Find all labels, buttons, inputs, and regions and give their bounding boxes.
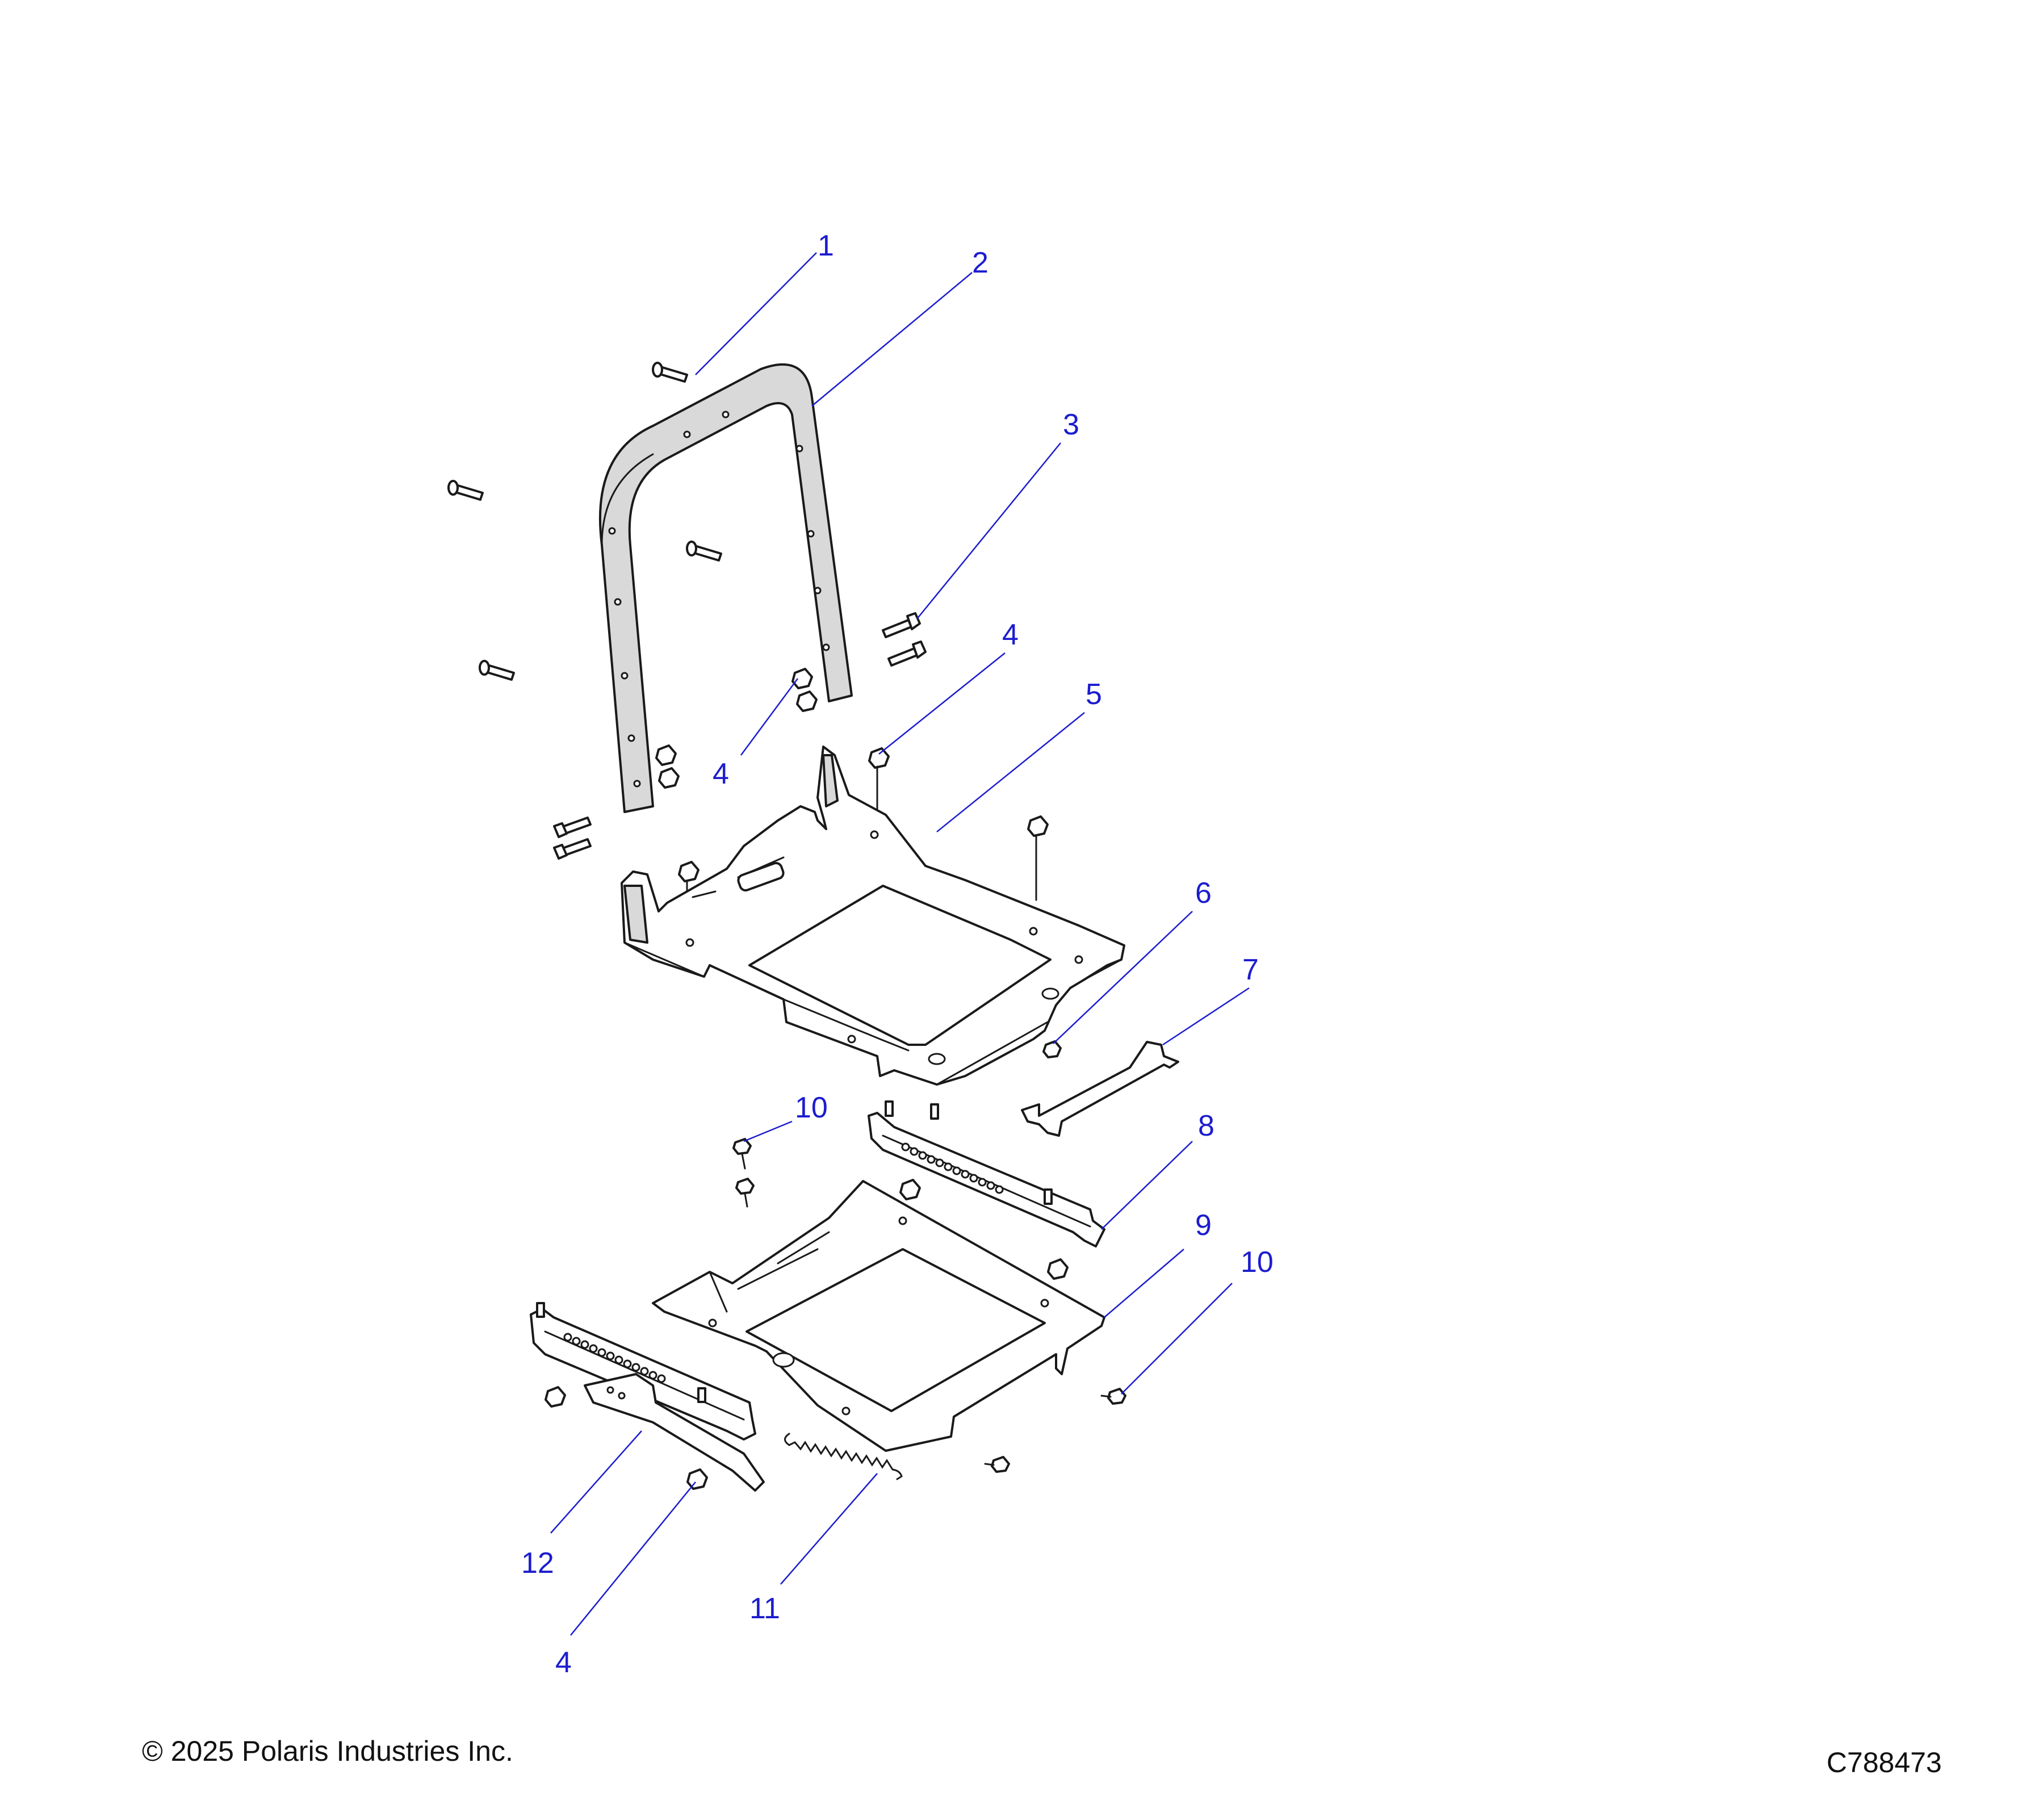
callout-6: 6 [1195,877,1212,910]
leader-6 [1053,911,1193,1044]
seat-back-frame [598,363,853,813]
seat-base-pan [621,746,1125,1086]
rail-teeth [901,1142,1004,1194]
bolt [652,362,688,383]
leader-10b [1121,1283,1233,1395]
bolt [447,480,484,501]
seat-slide-rail-right [868,1100,1105,1247]
bolt [479,660,515,681]
figure-id: C788473 [1827,1747,1942,1778]
callout-5: 5 [1086,678,1102,711]
bracket [1021,1041,1179,1137]
callout-3: 3 [1063,408,1079,441]
bolt [686,541,722,562]
callout-2: 2 [972,246,989,279]
screw [1100,1388,1126,1405]
leader-2 [811,272,973,407]
leader-11 [780,1473,878,1585]
leader-4b [878,652,1006,755]
rail-teeth [563,1333,666,1383]
callout-12: 12 [521,1547,554,1580]
bolt [887,640,927,667]
screw [732,1138,752,1170]
bolt [882,612,921,638]
callout-4d: 4 [555,1646,572,1679]
leader-10a [743,1120,793,1142]
frame-holes [608,411,830,788]
screw [735,1178,755,1208]
leader-12 [550,1430,642,1534]
bolts [447,362,927,860]
nuts [544,668,1069,1490]
callout-11: 11 [749,1592,780,1625]
callout-7: 7 [1242,953,1259,986]
leader-lines [550,252,1250,1636]
leader-8 [1101,1141,1193,1230]
leader-7 [1162,987,1250,1046]
leader-5 [936,712,1085,832]
leader-9 [1104,1249,1184,1318]
callout-labels: 1 2 3 4 4 4 5 6 7 8 9 10 10 11 12 4 [521,229,1274,1679]
leader-1 [695,252,817,375]
screws [732,1138,1126,1473]
callout-8: 8 [1198,1110,1214,1142]
bolt [553,838,592,860]
seat-slide-plate [652,1180,1105,1452]
callout-10b: 10 [1241,1246,1274,1279]
callout-9: 9 [1195,1209,1212,1242]
callout-4a: 4 [713,757,729,790]
callout-10a: 10 [795,1091,828,1124]
screw [984,1456,1010,1473]
tension-spring [784,1433,903,1480]
copyright-notice: © 2025 Polaris Industries Inc. [142,1735,513,1767]
leader-4c [570,1481,696,1636]
leader-3 [916,442,1061,619]
seat-slide-rail-left [530,1302,765,1492]
leader-4a [740,678,799,756]
callout-4b: 4 [1002,618,1019,651]
bolt [553,817,592,838]
callout-1: 1 [818,229,834,262]
seat-pin [1042,1040,1062,1058]
